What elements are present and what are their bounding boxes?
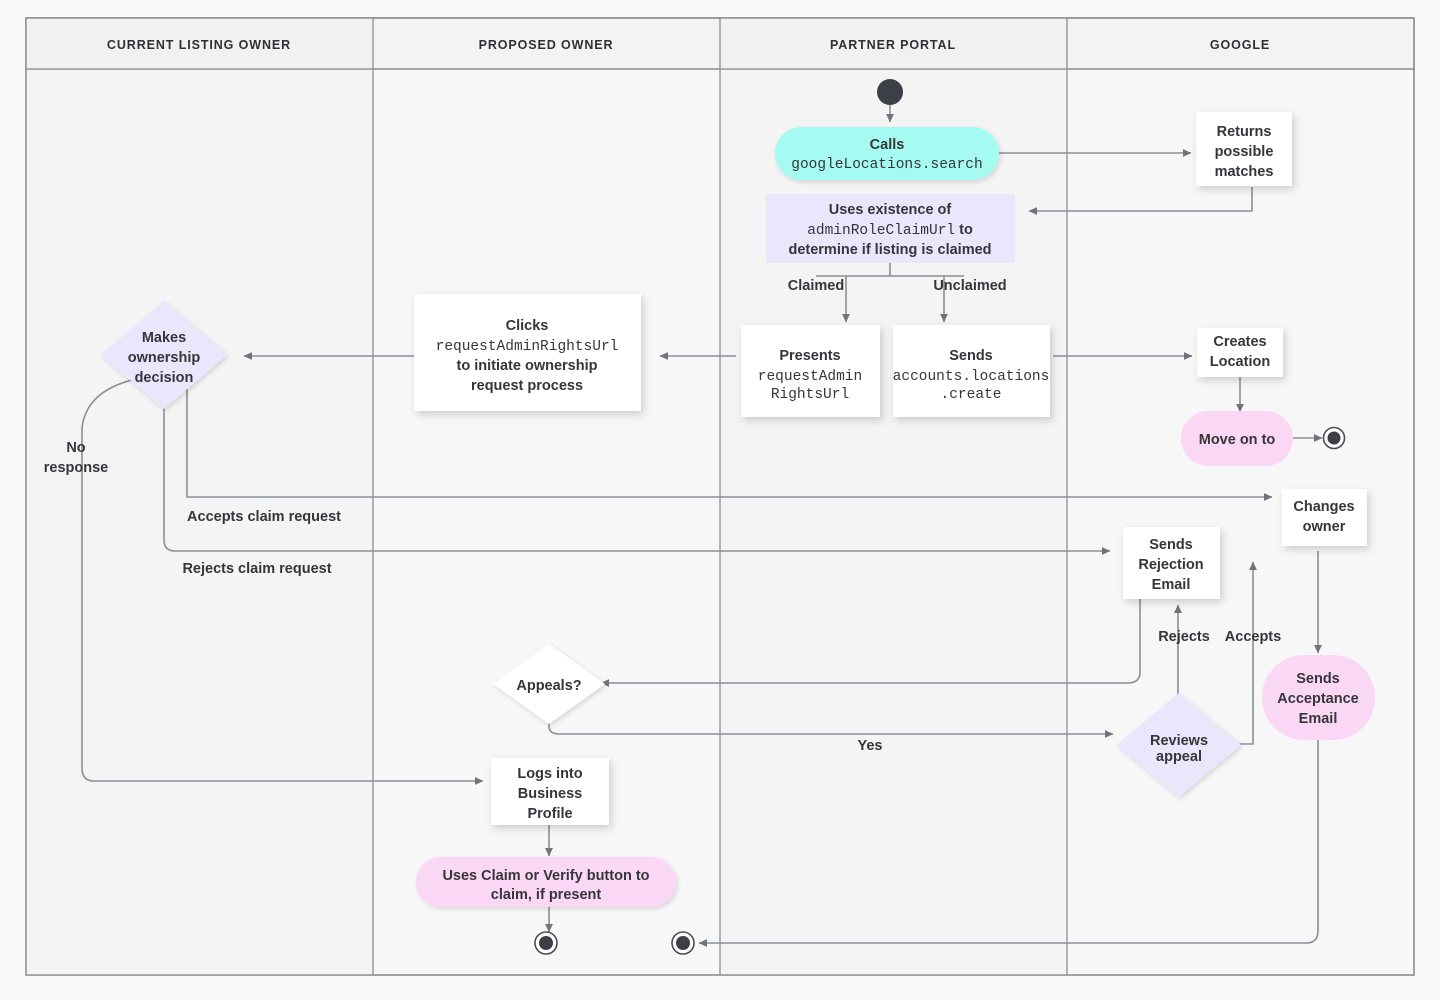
node-line: owner bbox=[1303, 519, 1346, 535]
edge-no-response-to-logs-into bbox=[81, 379, 484, 785]
makes-ownership-decision: Makes ownership decision bbox=[101, 301, 227, 409]
node-line: Acceptance bbox=[1277, 691, 1358, 707]
start-node bbox=[877, 79, 903, 105]
edge-label-unclaimed: Unclaimed bbox=[933, 278, 1006, 294]
edge-label-no-response-line1: No bbox=[66, 440, 85, 456]
node-line: matches bbox=[1215, 164, 1274, 180]
node-line: requestAdmin bbox=[758, 369, 862, 385]
end-node-google bbox=[1322, 426, 1346, 450]
edge-label-yes: Yes bbox=[858, 738, 883, 754]
node-line: accounts.locations bbox=[893, 369, 1050, 385]
sends-accounts-locations-create: Sends accounts.locations .create bbox=[893, 325, 1050, 417]
node-line: Email bbox=[1299, 711, 1338, 727]
node-line: Uses Claim or Verify button to bbox=[442, 868, 649, 884]
edge-rejects-claim-to-rejection-email bbox=[163, 383, 1111, 555]
lane-header-current-listing-owner: CURRENT LISTING OWNER bbox=[107, 38, 291, 52]
node-line: Sends bbox=[949, 348, 993, 364]
move-on-to: Move on to bbox=[1181, 411, 1293, 466]
node-line: decision bbox=[135, 370, 194, 386]
edge-label-rejects: Rejects bbox=[1158, 629, 1210, 645]
node-line: request process bbox=[471, 378, 583, 394]
node-line: Business bbox=[518, 786, 582, 802]
edge-label-accepts: Accepts bbox=[1225, 629, 1281, 645]
node-line: Returns bbox=[1217, 124, 1272, 140]
node-line: Changes bbox=[1293, 499, 1354, 515]
node-line: claim, if present bbox=[491, 887, 602, 903]
node-line: Location bbox=[1210, 354, 1270, 370]
node-line: ownership bbox=[128, 350, 201, 366]
sends-rejection-email: Sends Rejection Email bbox=[1123, 527, 1220, 599]
node-line: Uses existence of bbox=[829, 202, 952, 218]
logs-into-business-profile: Logs into Business Profile bbox=[491, 758, 609, 825]
edge-appeals-yes-to-reviews bbox=[548, 710, 1114, 738]
node-line: Makes bbox=[142, 330, 186, 346]
edge-label-rejects-claim-request: Rejects claim request bbox=[182, 561, 331, 577]
node-line: Email bbox=[1152, 577, 1191, 593]
node-line: Calls bbox=[870, 137, 905, 153]
presents-request-admin-rights-url: Presents requestAdmin RightsUrl bbox=[741, 325, 880, 417]
uses-claim-or-verify-button: Uses Claim or Verify button to claim, if… bbox=[416, 857, 676, 907]
edge-label-claimed: Claimed bbox=[788, 278, 844, 294]
node-line: Reviews bbox=[1150, 733, 1208, 749]
node-line: Appeals? bbox=[516, 678, 581, 694]
reviews-appeal: Reviews appeal bbox=[1117, 693, 1241, 797]
lane-header-partner-portal: PARTNER PORTAL bbox=[830, 38, 956, 52]
node-line: Sends bbox=[1296, 671, 1340, 687]
connectors bbox=[81, 104, 1323, 947]
node-line: googleLocations.search bbox=[791, 157, 982, 173]
sends-acceptance-email: Sends Acceptance Email bbox=[1262, 655, 1375, 740]
node-line: possible bbox=[1215, 144, 1274, 160]
node-line: Sends bbox=[1149, 537, 1193, 553]
appeals-decision: Appeals? bbox=[493, 644, 605, 724]
edge-returns-to-uses bbox=[1028, 187, 1253, 215]
edge-accepts-claim-to-changes-owner bbox=[186, 382, 1273, 501]
end-node-proposed-owner bbox=[534, 931, 558, 955]
node-line: Profile bbox=[527, 806, 572, 822]
node-line: Logs into bbox=[517, 766, 582, 782]
lane-header-proposed-owner: PROPOSED OWNER bbox=[479, 38, 614, 52]
node-line: Presents bbox=[779, 348, 840, 364]
node-line: requestAdminRightsUrl bbox=[436, 339, 619, 355]
calls-google-locations-search: Calls googleLocations.search bbox=[775, 127, 999, 180]
edge-label-no-response-line2: response bbox=[44, 460, 108, 476]
edge-label-accepts-claim-request: Accepts claim request bbox=[187, 509, 341, 525]
node-line: to initiate ownership bbox=[457, 358, 598, 374]
node-line: determine if listing is claimed bbox=[788, 242, 991, 258]
returns-possible-matches: Returns possible matches bbox=[1196, 112, 1292, 186]
edge-rejection-email-to-appeals bbox=[600, 598, 1141, 687]
node-line: appeal bbox=[1156, 749, 1202, 765]
lane-header-google: GOOGLE bbox=[1210, 38, 1270, 52]
node-line: Clicks bbox=[506, 318, 549, 334]
edge-acceptance-to-end-partner bbox=[698, 740, 1319, 947]
node-line: Rejection bbox=[1138, 557, 1203, 573]
node-line: Creates bbox=[1213, 334, 1266, 350]
creates-location: Creates Location bbox=[1197, 328, 1283, 377]
changes-owner: Changes owner bbox=[1282, 489, 1367, 546]
node-line: .create bbox=[941, 387, 1002, 403]
node-line: RightsUrl bbox=[771, 387, 849, 403]
end-node-partner-portal bbox=[671, 931, 695, 955]
clicks-request-admin-rights-url: Clicks requestAdminRightsUrl to initiate… bbox=[414, 294, 641, 411]
node-line: Move on to bbox=[1199, 432, 1276, 448]
